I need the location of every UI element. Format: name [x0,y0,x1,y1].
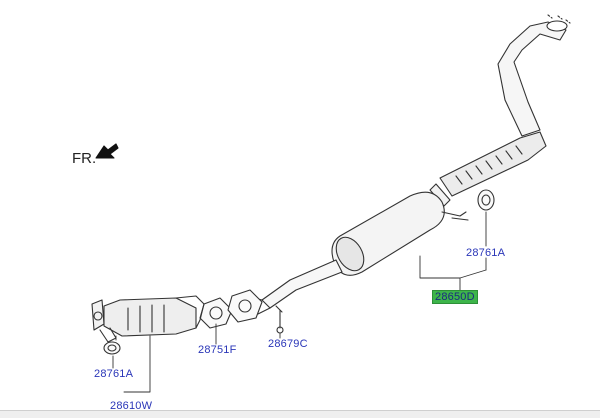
tail-pipe [497,14,571,137]
part-label-front-gasket[interactable]: 28761A [94,368,134,380]
leader-lines [112,211,487,393]
center-flange [227,289,263,323]
flange-gasket [199,297,233,329]
front-pipe [91,295,205,343]
front-indicator-label: FR. [72,150,97,167]
front-gasket [103,341,121,355]
part-label-muffler-assy[interactable]: 28650D [432,290,478,304]
part-label-front-pipe[interactable]: 28610W [110,400,153,412]
part-label-hanger[interactable]: 28679C [268,338,308,350]
bottom-divider [0,410,600,418]
muffler [331,191,469,276]
part-label-flange-gasket[interactable]: 28751F [198,344,237,356]
hanger-bolt [275,305,284,334]
heat-shield [429,131,547,207]
rear-gasket [477,189,495,211]
part-label-rear-gasket[interactable]: 28761A [466,247,506,259]
front-arrow-icon [95,143,119,159]
